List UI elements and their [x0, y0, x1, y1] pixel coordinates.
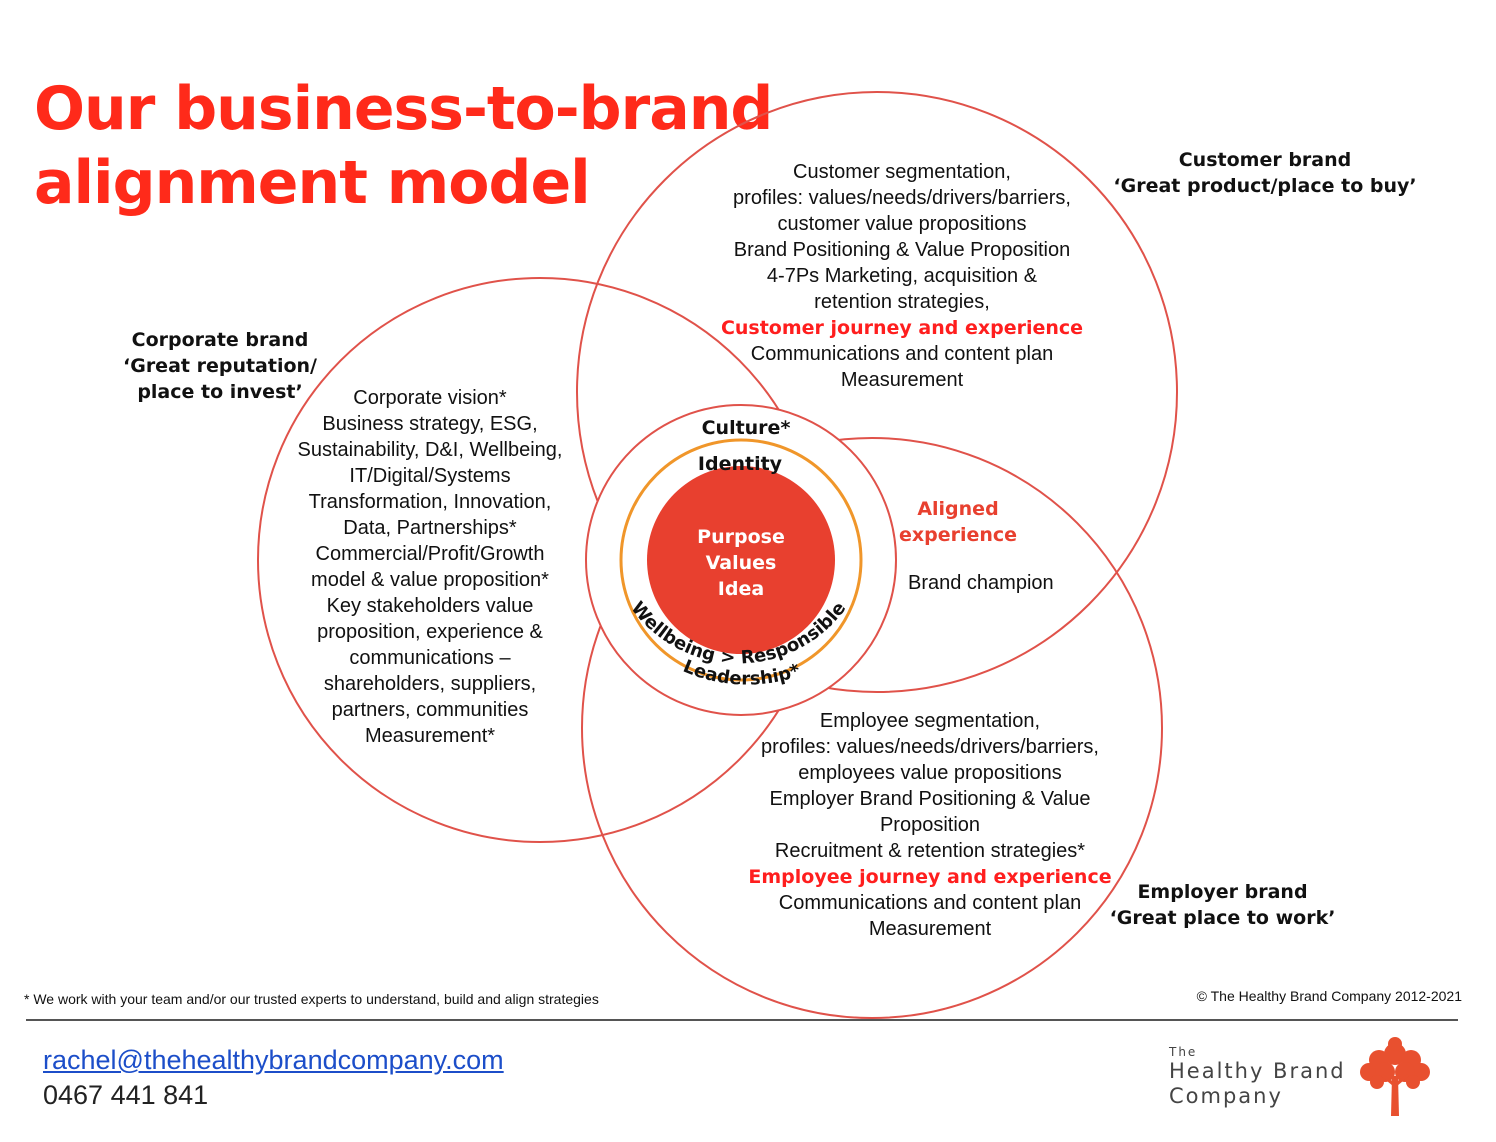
phone-number: 0467 441 841: [43, 1080, 209, 1110]
identity-label: Identity: [698, 453, 783, 475]
title-line-2: alignment model: [34, 148, 591, 218]
employer-line: Recruitment & retention strategies*: [774, 840, 1086, 862]
customer-content: Customer segmentation, profiles: values/…: [700, 159, 1104, 393]
employer-line: Employer Brand Positioning & Value: [769, 788, 1091, 810]
copyright: © The Healthy Brand Company 2012-2021: [1196, 988, 1462, 1004]
corporate-line: model & value proposition*: [311, 569, 549, 591]
customer-line: profiles: values/needs/drivers/barriers,: [733, 187, 1071, 209]
customer-line: Measurement: [840, 369, 964, 391]
corporate-line: Data, Partnerships*: [343, 517, 517, 539]
core-purpose: Purpose: [697, 526, 785, 548]
customer-line: Brand Positioning & Value Proposition: [733, 239, 1071, 261]
page-title: Our business-to-brand alignment model: [34, 72, 773, 220]
customer-brand-tagline: ‘Great product/place to buy’: [1113, 175, 1417, 197]
employer-line: Employee segmentation,: [819, 710, 1041, 732]
core-idea: Idea: [718, 578, 764, 600]
aligned-line-2: experience: [898, 524, 1018, 546]
corporate-line: Business strategy, ESG,: [322, 413, 538, 435]
corporate-line: proposition, experience &: [317, 621, 543, 643]
aligned-experience-label: Aligned experience: [880, 496, 1036, 548]
customer-line: retention strategies,: [814, 291, 990, 313]
customer-brand-label: Customer brand ‘Great product/place to b…: [1110, 147, 1420, 199]
footer-divider: [26, 1019, 1458, 1021]
core-circle: [647, 466, 835, 654]
employer-content: Employee segmentation, profiles: values/…: [728, 708, 1132, 942]
brand-champion-label: Brand champion: [908, 572, 1054, 594]
logo-line-2: Healthy Brand: [1169, 1059, 1346, 1083]
email-link[interactable]: rachel@thehealthybrandcompany.com: [43, 1045, 504, 1075]
corporate-line: Commercial/Profit/Growth: [315, 543, 545, 565]
title-line-1: Our business-to-brand: [34, 74, 773, 144]
employer-brand-label: Employer brand ‘Great place to work’: [1100, 879, 1345, 931]
corporate-brand-tagline: ‘Great reputation/: [123, 355, 317, 377]
employer-brand-tagline: ‘Great place to work’: [1109, 907, 1336, 929]
corporate-line: Measurement*: [364, 725, 496, 747]
employer-line: Measurement: [868, 918, 992, 940]
corporate-line: IT/Digital/Systems: [349, 465, 511, 487]
corporate-line: communications –: [349, 647, 511, 669]
corporate-line: Sustainability, D&I, Wellbeing,: [297, 439, 563, 461]
employee-journey-highlight: Employee journey and experience: [748, 866, 1112, 888]
logo-line-1: The: [1169, 1045, 1198, 1059]
employer-line: profiles: values/needs/drivers/barriers,: [761, 736, 1099, 758]
corporate-line: Corporate vision*: [353, 387, 507, 409]
customer-line: 4-7Ps Marketing, acquisition &: [766, 265, 1038, 287]
employer-circle: [581, 437, 1163, 1019]
employer-line: employees value propositions: [798, 762, 1062, 784]
customer-journey-highlight: Customer journey and experience: [720, 317, 1084, 339]
employer-line: Communications and content plan: [778, 892, 1082, 914]
customer-circle: [576, 91, 1178, 693]
corporate-brand-label: Corporate brand ‘Great reputation/ place…: [110, 327, 330, 405]
corporate-line: Key stakeholders value: [326, 595, 534, 617]
corporate-line: Transformation, Innovation,: [308, 491, 552, 513]
corporate-content: Corporate vision* Business strategy, ESG…: [270, 385, 590, 749]
logo-line-3: Company: [1169, 1084, 1283, 1108]
customer-line: Customer segmentation,: [793, 161, 1011, 183]
core-values: Values: [706, 552, 777, 574]
customer-brand-name: Customer brand: [1178, 149, 1352, 171]
corporate-line: partners, communities: [331, 699, 529, 721]
company-logo-text: The Healthy Brand Company: [1169, 1045, 1346, 1109]
tree-icon: [1360, 1037, 1430, 1116]
corporate-line: shareholders, suppliers,: [323, 673, 537, 695]
aligned-line-1: Aligned: [917, 498, 999, 520]
corporate-brand-tagline: place to invest’: [137, 381, 303, 403]
corporate-brand-name: Corporate brand: [131, 329, 309, 351]
culture-label: Culture*: [702, 417, 791, 439]
employer-line: Proposition: [879, 814, 981, 836]
footnote: * We work with your team and/or our trus…: [24, 991, 599, 1007]
customer-line: Communications and content plan: [750, 343, 1054, 365]
customer-line: customer value propositions: [777, 213, 1027, 235]
employer-brand-name: Employer brand: [1137, 881, 1308, 903]
